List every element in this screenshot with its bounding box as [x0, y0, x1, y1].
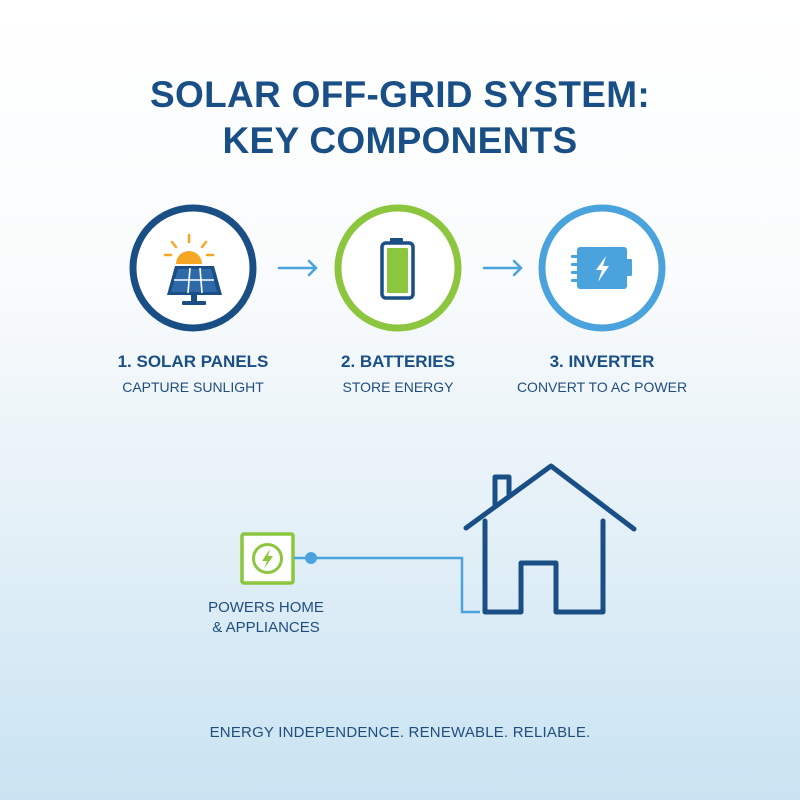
component-batteries: [334, 204, 462, 332]
component-solar-panels: [129, 204, 257, 332]
house-icon: [463, 463, 637, 615]
sun-icon: [163, 233, 215, 264]
inverter-icon: [571, 247, 632, 289]
power-outlet-icon: [240, 532, 295, 585]
component-desc-batteries: STORE ENERGY: [342, 379, 454, 395]
title-line-1: SOLAR OFF-GRID SYSTEM:: [150, 74, 650, 115]
tagline: ENERGY INDEPENDENCE. RENEWABLE. RELIABLE…: [209, 724, 591, 741]
component-desc-inverter: CONVERT TO AC POWER: [516, 379, 688, 395]
arrow-right-icon: [482, 259, 523, 277]
output-label-line-2: & APPLIANCES: [212, 619, 320, 636]
output-label: POWERS HOME & APPLIANCES: [196, 598, 336, 638]
title-line-2: KEY COMPONENTS: [222, 120, 578, 161]
component-name-batteries: 2. BATTERIES: [341, 352, 455, 371]
component-name-solar-panels: 1. SOLAR PANELS: [117, 352, 269, 371]
solar-panel-icon: [167, 266, 222, 305]
page-title: SOLAR OFF-GRID SYSTEM: KEY COMPONENTS: [0, 72, 800, 164]
arrow-right-icon: [277, 259, 318, 277]
component-desc-solar-panels: CAPTURE SUNLIGHT: [122, 379, 264, 395]
output-label-line-1: POWERS HOME: [208, 599, 324, 616]
component-inverter: [538, 204, 666, 332]
wire-connector-dot: [305, 552, 317, 564]
component-name-inverter: 3. INVERTER: [549, 352, 655, 371]
battery-icon: [380, 238, 415, 300]
